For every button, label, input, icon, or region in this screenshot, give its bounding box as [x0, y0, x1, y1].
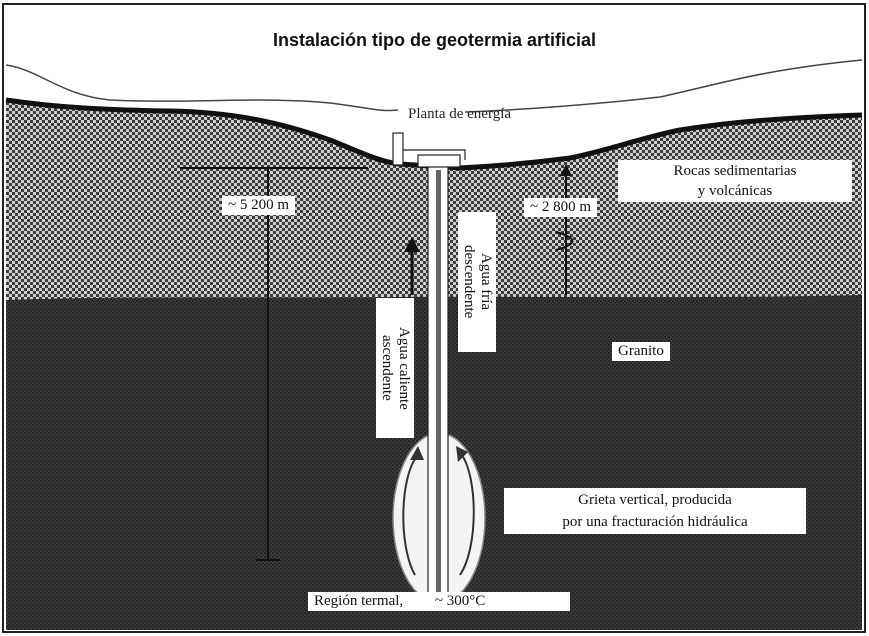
plant-building — [417, 154, 461, 168]
sedimentary-label-line1: Rocas sedimentarias — [673, 163, 797, 179]
ground-surface — [5, 97, 863, 171]
hot-water-label-line1: Agua caliente — [396, 326, 412, 410]
crack-label-line2: por una fracturación hidráulica — [562, 514, 748, 530]
depth-arrowhead-right — [560, 164, 572, 176]
sedimentary-label-line2: y volcánicas — [697, 183, 773, 199]
hot-water-label: Agua caliente ascendente — [376, 298, 414, 438]
thermal-region-label: Región termal, ~ 300°C — [308, 592, 570, 611]
flow-arrow-right — [459, 454, 475, 576]
flow-arrowhead-left — [410, 446, 424, 460]
depth-label-left: ~ 5 200 m — [222, 196, 296, 215]
mountain-outline-left — [5, 64, 399, 112]
diagram-title: Instalación tipo de geotermia artificial — [272, 30, 597, 50]
temperature-text: ~ 300°C — [434, 593, 486, 609]
cold-water-label-line2: descendente — [461, 245, 477, 319]
crack-label: Grieta vertical, producida por una fract… — [504, 488, 806, 534]
flow-arrowhead-right — [456, 446, 468, 462]
flow-arrow-left — [402, 454, 419, 576]
cold-water-label-line1: Agua fría — [478, 253, 494, 311]
depth-break-right — [555, 231, 574, 251]
sedimentary-label: Rocas sedimentarias y volcánicas — [618, 160, 852, 202]
mountain-outline-right — [464, 59, 863, 113]
power-plant-label: Planta de energía — [408, 106, 512, 122]
cold-water-label: Agua fría descendente — [458, 212, 496, 352]
plant-chimney — [392, 132, 404, 166]
thermal-region-text: Región termal, — [314, 593, 404, 609]
crack-label-line1: Grieta vertical, producida — [578, 492, 732, 508]
plant-pipe — [403, 149, 466, 160]
well-pipe-inner — [436, 170, 441, 595]
hot-water-label-line2: ascendente — [379, 335, 395, 401]
depth-label-right: ~ 2 800 m — [524, 198, 598, 217]
rising-arrow-head — [404, 237, 420, 252]
granite-label: Granito — [612, 342, 670, 361]
